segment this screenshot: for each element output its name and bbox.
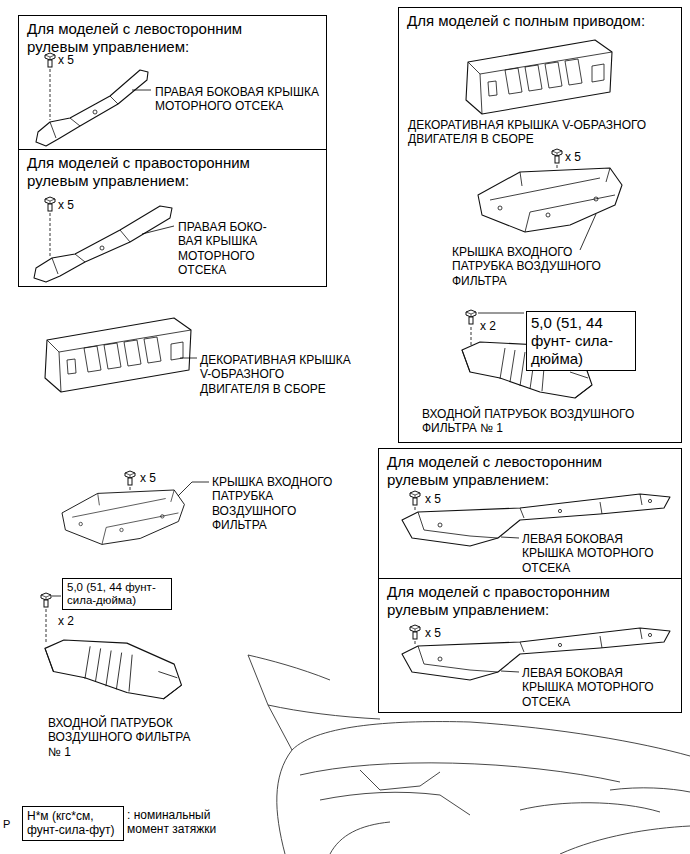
variant-frame: Для моделей с левосторонним рулевым упра… [18, 15, 327, 150]
part-name: ВХОДНОЙ ПАТРУБОК ВОЗДУШНОГО ФИЛЬТРА № 1 [48, 716, 203, 759]
node-text: Для моделей с полным приводом: [407, 12, 677, 30]
part-name: ДЕКОРАТИВНАЯ КРЫШКА V-ОБРАЗНОГО ДВИГАТЕЛ… [408, 118, 673, 147]
bolt-count: x 5 [425, 492, 441, 506]
part-name: ЛЕВАЯ БОКОВАЯ КРЫШКА МОТОРНОГО ОТСЕКА [522, 532, 672, 575]
main-parts [41, 318, 209, 699]
bolt-count: x 5 [58, 53, 74, 67]
bolt-count: x 5 [565, 150, 581, 164]
vehicle-outline [248, 655, 690, 854]
right-cover-lhd [36, 53, 151, 146]
bolt-count: x 2 [480, 319, 496, 333]
variant-frame: Для моделей с полным приводом: 5,0 (51, 4… [398, 7, 682, 443]
part-name: ПРАВАЯ БОКО- ВАЯ КРЫШКА МОТОРНОГО ОТСЕКА [178, 220, 288, 278]
node-text: Для моделей с правосторонним рулевым упр… [387, 583, 632, 619]
part-name: ВХОДНОЙ ПАТРУБОК ВОЗДУШНОГО ФИЛЬТРА № 1 [422, 407, 677, 436]
part-name: ДЕКОРАТИВНАЯ КРЫШКА V-ОБРАЗНОГО ДВИГАТЕЛ… [200, 353, 355, 396]
torque-legend: Н*м (кгс*см, фунт-сила-фут): номинальный… [22, 806, 124, 841]
torque-box: 5,0 (51, 44 фунт- сила-дюйма) [526, 311, 636, 371]
torque-box: 5,0 (51, 44 фунт- сила-дюйма) [62, 578, 172, 610]
bolt-count: x 5 [58, 198, 74, 212]
part-name: КРЫШКА ВХОДНОГО ПАТРУБКА ВОЗДУШНОГО ФИЛЬ… [452, 245, 622, 288]
bolt-count: x 2 [58, 614, 74, 628]
node-text: 5,0 (51, 44 фунт- сила-дюйма) [67, 581, 167, 607]
variant-frame: Для моделей с правосторонним рулевым упр… [18, 149, 327, 287]
node-text: Для моделей с левосторонним рулевым упра… [387, 453, 632, 489]
node-text: Для моделей с правосторонним рулевым упр… [27, 154, 272, 190]
bolt-count: x 5 [425, 626, 441, 640]
figure-code: P [3, 818, 10, 831]
bolt-count: x 5 [140, 471, 156, 485]
part-name: КРЫШКА ВХОДНОГО ПАТРУБКА ВОЗДУШНОГО ФИЛЬ… [212, 475, 347, 533]
right-cover-rhd [34, 197, 174, 282]
part-name: ЛЕВАЯ БОКОВАЯ КРЫШКА МОТОРНОГО ОТСЕКА [522, 666, 672, 709]
part-name: ПРАВАЯ БОКОВАЯ КРЫШКА МОТОРНОГО ОТСЕКА [155, 85, 320, 114]
node-text: Н*м (кгс*см, фунт-сила-фут) [27, 809, 119, 838]
node-text: 5,0 (51, 44 фунт- сила-дюйма) [531, 314, 631, 368]
legend-text: : номинальный момент затяжки [127, 808, 247, 837]
node-text: Для моделей с левосторонним рулевым упра… [27, 20, 272, 56]
